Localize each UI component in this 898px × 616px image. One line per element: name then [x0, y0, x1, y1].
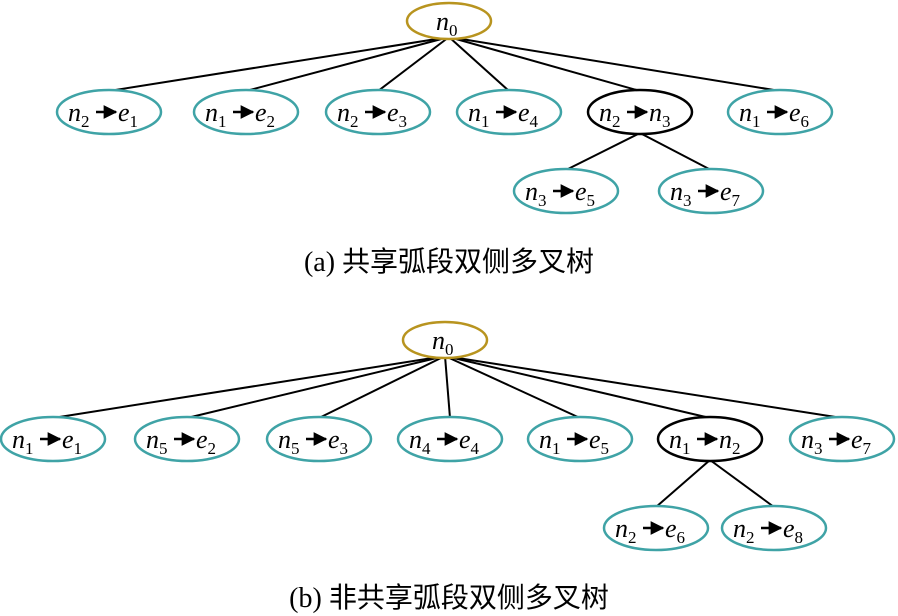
tree-b-node-5-to-label: e5 — [589, 425, 609, 458]
root-node-a — [405, 1, 493, 41]
tree-a-node-5-child-1-from-label: n3 — [525, 177, 547, 210]
tree-a-node-4-from-label: n1 — [468, 98, 490, 131]
tree-a-node-1-to-label: e1 — [118, 98, 138, 131]
tree-b-node-5-from-label: n1 — [539, 425, 561, 458]
tree-b-node-4-from-label: n4 — [409, 425, 431, 458]
tree-a-node-5-from-label: n2 — [599, 98, 621, 131]
root-label-a: n0 — [436, 7, 458, 40]
tree-a-node-5-child-2-from-label: n3 — [670, 177, 692, 210]
tree-b-node-6-from-label: n1 — [669, 425, 691, 458]
tree-a-node-6-to-label: e6 — [789, 98, 809, 131]
tree-a-node-5-child-1-to-label: e5 — [575, 177, 595, 210]
tree-b-node-2-from-label: n5 — [146, 425, 168, 458]
root-label-b: n0 — [432, 326, 454, 359]
edge-node-6-to-child-2 — [709, 459, 775, 508]
tree-a-node-4-to-label: e4 — [518, 98, 539, 131]
edge-root-to-node-2 — [186, 355, 446, 419]
tree-a: n0 n2 e1 n1 e2 n2 e3 n1 e4 n2 n3 n3 e5 n3 e7 n1 e6 — [55, 1, 834, 215]
tree-a-node-5-child-2-to-label: e7 — [720, 177, 741, 210]
tree-a-node-3-to-label: e3 — [387, 98, 407, 131]
tree-b-node-7-to-label: e7 — [851, 425, 872, 458]
edge-root-to-node-3 — [318, 355, 446, 419]
edge-root-to-node-2 — [245, 36, 450, 92]
tree-a-node-1-from-label: n2 — [68, 98, 90, 131]
edge-node-5-to-child-1 — [565, 132, 641, 171]
edge-root-to-node-3 — [377, 36, 450, 92]
tree-b-node-6-child-2-from-label: n2 — [733, 514, 755, 547]
tree-a-node-3-from-label: n2 — [337, 98, 359, 131]
tree-b-node-7-from-label: n3 — [801, 425, 823, 458]
tree-b-node-6-child-1-from-label: n2 — [615, 514, 637, 547]
caption-a: (a) 共享弧段双侧多叉树 — [303, 247, 595, 278]
edge-node-6-to-child-1 — [655, 459, 711, 508]
edge-root-to-node-6 — [448, 36, 781, 92]
tree-b-node-6-to-label: n2 — [719, 425, 741, 458]
tree-b-node-2-to-label: e2 — [196, 425, 216, 458]
edge-root-to-node-4 — [448, 36, 510, 92]
tree-a-node-2-from-label: n1 — [205, 98, 227, 131]
tree-b-node-3-to-label: e3 — [328, 425, 348, 458]
tree-b-node-6-child-1-to-label: e6 — [665, 514, 685, 547]
tree-b-node-4-to-label: e4 — [459, 425, 480, 458]
tree-a-node-2-to-label: e2 — [255, 98, 275, 131]
edge-root-to-node-1 — [108, 36, 450, 92]
edge-root-to-node-4 — [444, 355, 451, 419]
tree-a-node-5-to-label: n3 — [649, 98, 671, 131]
tree-b: n0 n1 e1 n5 e2 n5 e3 n4 e4 n1 e5 n1 n2 n2 e6 n2 e8 n3 e7 — [0, 320, 896, 552]
edge-root-to-node-1 — [52, 355, 446, 419]
edge-node-5-to-child-2 — [639, 132, 712, 171]
root-node-b — [401, 320, 489, 360]
tree-b-node-6-child-2-to-label: e8 — [783, 514, 803, 547]
caption-b: (b) 非共享弧段双侧多叉树 — [289, 583, 609, 614]
tree-b-node-1-to-label: e1 — [62, 425, 82, 458]
tree-b-node-3-from-label: n5 — [278, 425, 300, 458]
tree-a-node-6-from-label: n1 — [739, 98, 761, 131]
edge-root-to-node-5 — [448, 36, 641, 92]
tree-b-node-1-from-label: n1 — [12, 425, 34, 458]
edge-root-to-node-6 — [444, 355, 711, 419]
edge-root-to-node-5 — [444, 355, 581, 419]
edge-root-to-node-7 — [444, 355, 843, 419]
